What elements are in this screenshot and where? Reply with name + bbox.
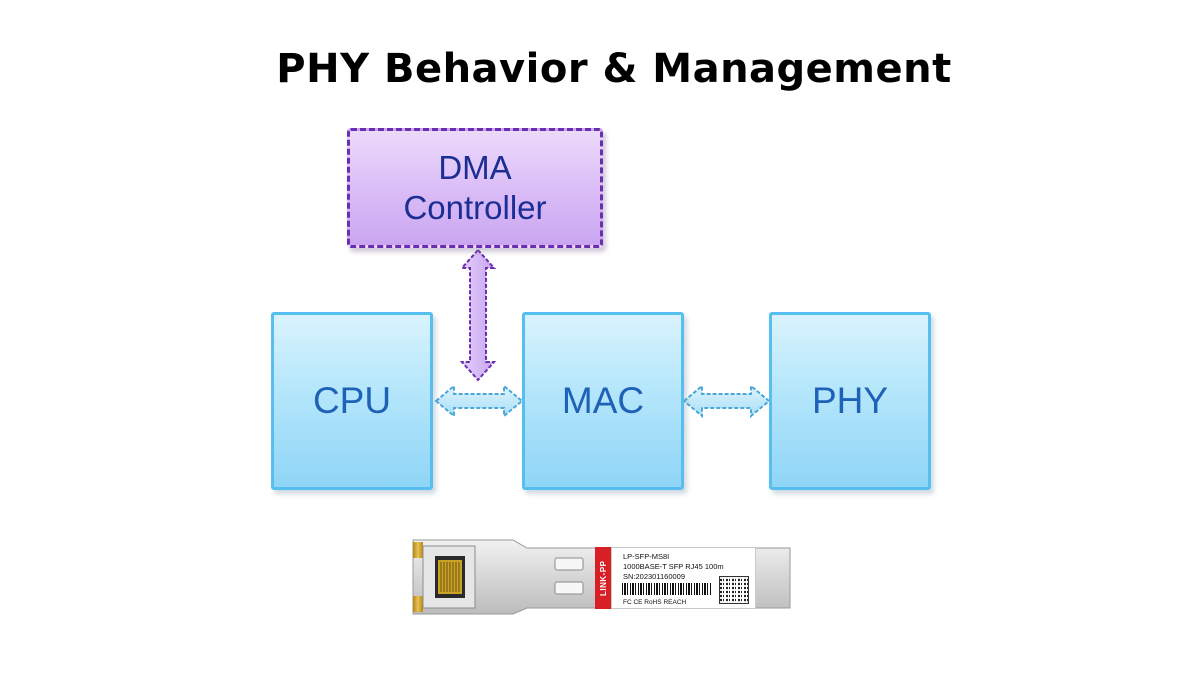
cpu-label: CPU [312,380,392,421]
module-part-number: LP-SFP-MS8I [623,552,670,561]
module-serial: SN:202301160009 [623,572,685,581]
phy-block: PHY [769,312,931,490]
module-certifications: FC CE RoHS REACH [623,599,687,606]
qr-code [719,576,749,604]
brand-logo: LINK-PP [595,547,612,609]
dma-controller-block: DMA Controller [347,128,603,248]
phy-label: PHY [811,380,889,421]
dma-label-line1: DMA [438,149,512,186]
mac-block: MAC [522,312,684,490]
page-title: PHY Behavior & Management [276,46,952,92]
dma-mac-arrow [459,248,497,382]
cpu-block: CPU [271,312,433,490]
barcode [622,583,712,595]
module-description: 1000BASE-T SFP RJ45 100m [623,562,724,571]
dma-label-line2: Controller [403,189,547,226]
mac-phy-arrow [682,383,771,419]
cpu-mac-arrow [434,383,524,419]
mac-label: MAC [561,380,645,421]
